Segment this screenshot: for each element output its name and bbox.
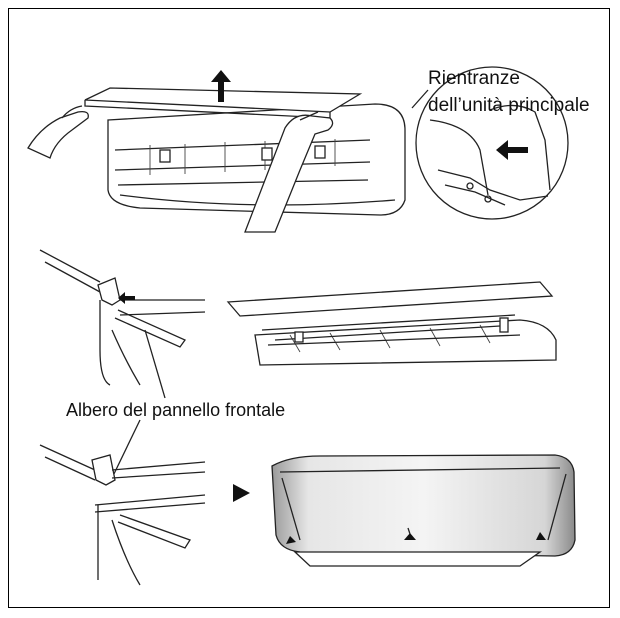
louver <box>293 551 543 567</box>
middle-left-detail <box>39 249 206 386</box>
shaft-leader-lower <box>111 419 141 479</box>
shaft-leader-upper <box>144 329 166 399</box>
lift-arrow-icon <box>211 70 231 102</box>
middle-right-unit <box>226 281 557 366</box>
bottom-right-unit-closed <box>271 454 576 567</box>
recesses-label-line1: Rientranze <box>428 68 520 89</box>
shaft-label: Albero del pannello frontale <box>66 400 286 420</box>
indoor-unit-body <box>107 103 406 216</box>
panel-open <box>226 281 554 317</box>
recesses-label-line2: dell’unità principale <box>428 95 590 116</box>
recess-magnifier <box>411 66 569 220</box>
diagram-frame <box>8 8 610 608</box>
bottom-left-detail <box>39 444 206 586</box>
recess-arrow-icon <box>496 140 528 160</box>
left-hand-icon <box>27 110 89 159</box>
next-step-arrow-icon <box>233 484 250 502</box>
right-hand-icon <box>244 114 334 233</box>
top-scene <box>27 70 406 233</box>
